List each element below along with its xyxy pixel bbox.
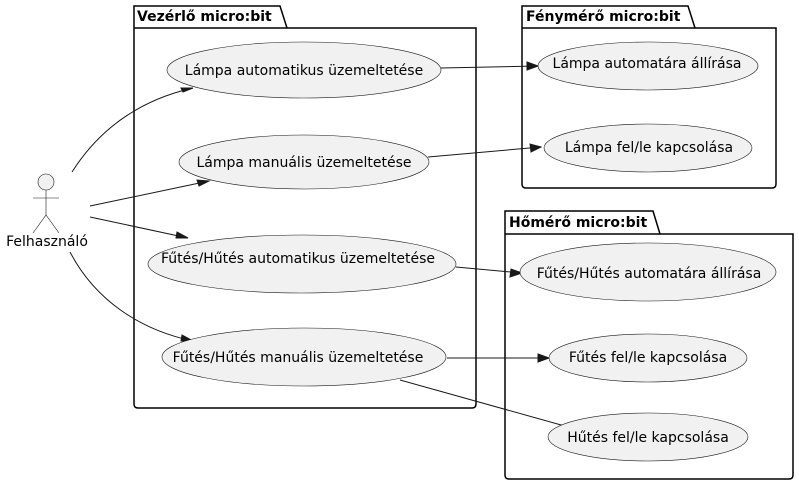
edge-actor-futes-manual [69, 251, 194, 342]
use-case-futes-automatara[interactable]: Fűtés/Hűtés automatára állírása [519, 242, 777, 302]
use-case-label: Lámpa fel/le kapcsolása [565, 140, 733, 156]
edge-futes-manual-hutes-felle [399, 379, 580, 431]
arrowhead-futes-auto [175, 231, 189, 239]
package-vezerlo-frame [133, 5, 477, 409]
use-case-lampa-felle[interactable]: Lámpa fel/le kapcsolása [543, 123, 753, 173]
use-case-lampa-automatikus[interactable]: Lámpa automatikus üzemeltetése [166, 41, 442, 99]
arrowhead-futes-automatara [509, 268, 524, 278]
edge-lampa-auto-automatara [440, 65, 539, 69]
actor-label: Felhasználó [6, 234, 88, 250]
use-case-label: Lámpa automatikus üzemeltetése [185, 63, 423, 79]
package-vezerlo-title: Vezérlő micro:bit [137, 9, 272, 25]
use-case-lampa-manualis[interactable]: Lámpa manuális üzemeltetése [178, 134, 430, 190]
use-case-futes-manualis[interactable]: Fűtés/Hűtés manuális üzemeltetése [161, 327, 447, 387]
edge-actor-futes-auto [89, 216, 189, 239]
use-case-label: Lámpa automatára állírása [553, 56, 742, 72]
use-case-label: Fűtés fel/le kapcsolása [569, 350, 727, 366]
use-case-hutes-felle[interactable]: Hűtés fel/le kapcsolása [547, 412, 749, 462]
use-case-label: Fűtés/Hűtés automatikus üzemeltetése [161, 251, 435, 267]
actor-head-icon [37, 173, 55, 191]
edge-actor-lampa-auto [71, 87, 194, 173]
actor-legs [32, 214, 60, 234]
package-fenymero-title: Fénymérő micro:bit [526, 9, 681, 25]
use-case-label: Fűtés/Hűtés automatára állírása [537, 266, 762, 282]
arrowhead-lampa-automatara [526, 61, 540, 71]
use-case-label: Fűtés/Hűtés manuális üzemeltetése [173, 350, 424, 366]
use-case-label: Hűtés fel/le kapcsolása [567, 430, 729, 446]
edges [69, 61, 581, 432]
edge-lampa-manual-felle [427, 146, 542, 158]
edge-actor-lampa-manual [89, 180, 210, 207]
use-case-lampa-automatara[interactable]: Lámpa automatára állírása [537, 41, 759, 91]
package-homero-title: Hőmérő micro:bit [509, 215, 647, 231]
use-case-futes-automatikus[interactable]: Fűtés/Hűtés automatikus üzemeltetése [147, 234, 457, 294]
arrowhead-lampa-felle [529, 143, 543, 153]
arrowhead-lampa-manual [196, 179, 211, 187]
use-case-futes-felle[interactable]: Fűtés fel/le kapcsolása [548, 333, 748, 383]
arrowhead-futes-felle [537, 353, 551, 363]
use-case-label: Lámpa manuális üzemeltetése [196, 155, 411, 171]
arrowhead-lampa-auto [180, 87, 194, 93]
package-vezerlo: Vezérlő micro:bit [133, 5, 477, 409]
actor-felhasznalo[interactable]: Felhasználó [6, 173, 88, 250]
